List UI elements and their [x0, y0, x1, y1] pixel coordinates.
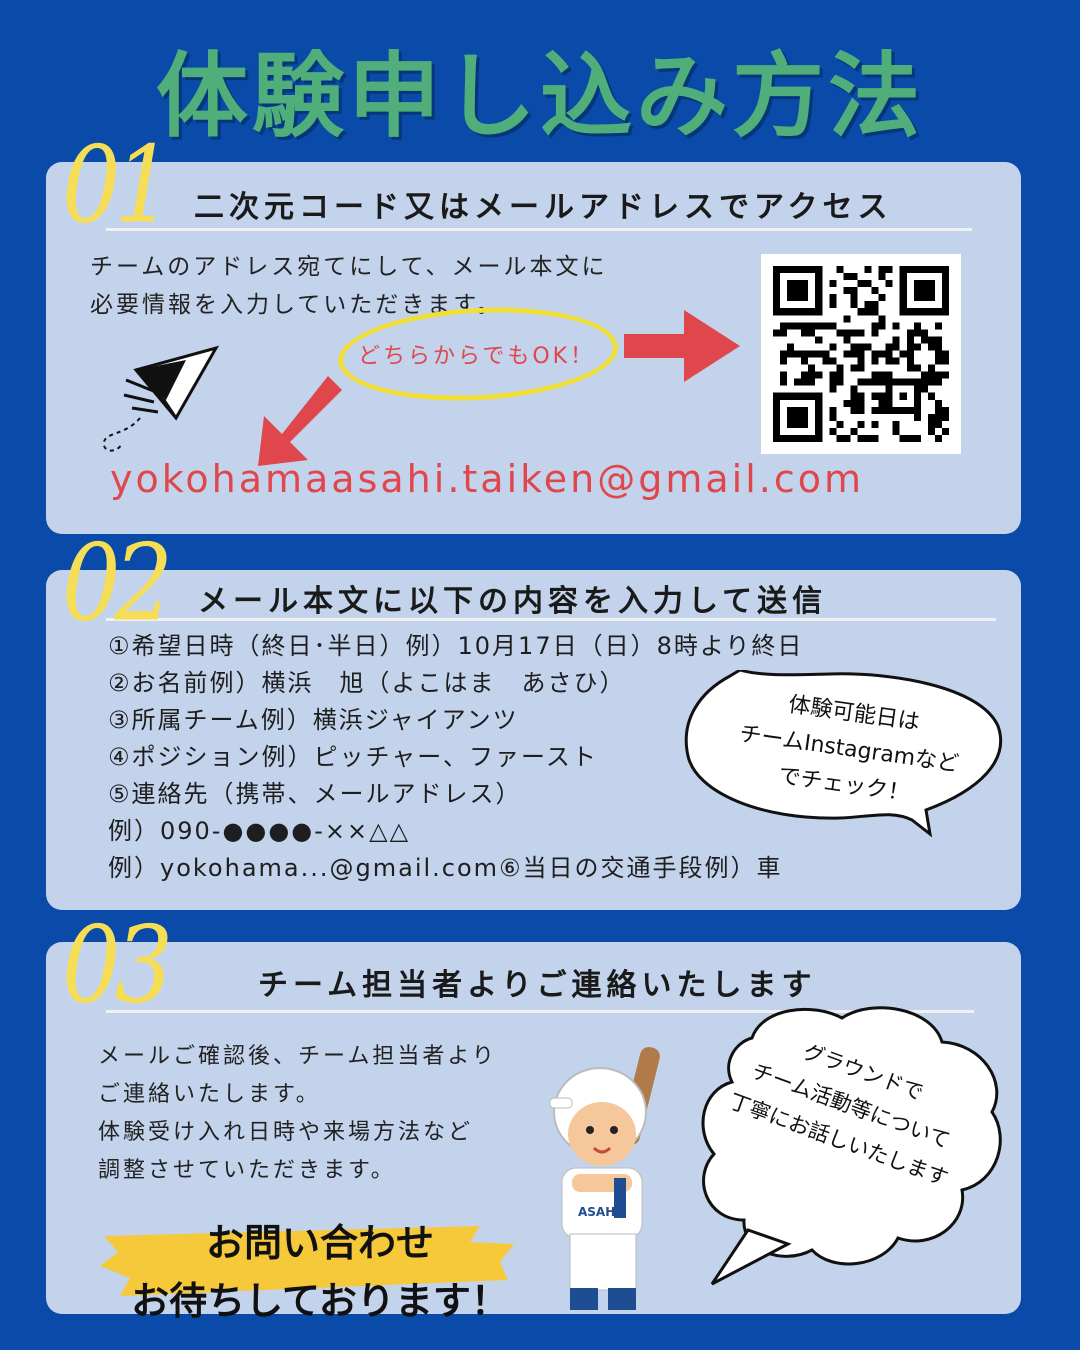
step-1-text-line: 必要情報を入力していただきます。	[90, 292, 504, 318]
step-3-text-line: 体験受け入れ日時や来場方法など	[98, 1120, 474, 1145]
step-3-text-line: ご連絡いたします。	[98, 1082, 321, 1107]
cta-line: お待ちしております！	[131, 1279, 509, 1323]
step-1-card: 二次元コード又はメールアドレスでアクセス チームのアドレス宛てにして、メール本文…	[46, 162, 1021, 534]
list-item: ①希望日時（終日･半日）例）10月17日（日）8時より終日	[108, 632, 804, 660]
cta-line: お問い合わせ	[205, 1221, 434, 1265]
step-3-text-line: メールご確認後、チーム担当者より	[98, 1044, 497, 1069]
step-3-text: メールご確認後、チーム担当者より ご連絡いたします。 体験受け入れ日時や来場方法…	[98, 1038, 497, 1190]
step-3-text-line: 調整させていただきます。	[98, 1158, 396, 1183]
page-title: 体験申し込み方法	[155, 43, 924, 150]
paper-plane-icon	[102, 345, 220, 452]
step-1-number: 01	[62, 123, 173, 247]
step-2-heading: メール本文に以下の内容を入力して送信	[198, 584, 828, 619]
baseball-player-illustration: ASAHI	[549, 1046, 660, 1310]
step-3-number: 03	[62, 903, 173, 1027]
arrow-right-icon	[624, 310, 740, 382]
qr-code[interactable]	[761, 254, 961, 454]
step-2-divider	[106, 618, 996, 621]
step-2-number: 02	[62, 521, 173, 645]
arrow-down-left-icon	[258, 376, 342, 466]
step-3-divider	[106, 1010, 974, 1013]
speech-bubble-icon	[684, 670, 1003, 838]
list-item: ②お名前例）横浜 旭（よこはま あさひ）	[108, 669, 626, 697]
list-item: ③所属チーム例）横浜ジャイアンツ	[108, 706, 519, 734]
list-item: ⑤連絡先（携帯、メールアドレス）	[108, 780, 522, 808]
step-1-text-line: チームのアドレス宛てにして、メール本文に	[90, 254, 608, 280]
step-1-divider	[106, 228, 972, 231]
either-ok-label: どちらからでもOK！	[358, 344, 596, 369]
list-item: ④ポジション例）ピッチャー、ファースト	[108, 743, 598, 771]
step-1-heading: 二次元コード又はメールアドレスでアクセス	[194, 190, 893, 225]
step-2-card: メール本文に以下の内容を入力して送信 ①希望日時（終日･半日）例）10月17日（…	[46, 570, 1021, 910]
step-3-heading: チーム担当者よりご連絡いたします	[258, 968, 817, 1003]
email-address[interactable]: yokohamaasahi.taiken@gmail.com	[110, 457, 865, 501]
step-3-card: チーム担当者よりご連絡いたします メールご確認後、チーム担当者より ご連絡いたし…	[46, 942, 1021, 1323]
cloud-bubble-icon	[701, 1006, 1002, 1286]
list-item: 例）yokohama...@gmail.com⑥当日の交通手段例）車	[108, 854, 783, 882]
list-item: 例）090-●●●●-××△△	[108, 817, 411, 845]
svg-text:ASAHI: ASAHI	[578, 1205, 620, 1219]
qr-code-icon	[773, 266, 949, 442]
highlight-brush	[100, 1226, 514, 1296]
inquiry-cta: お問い合わせ お待ちしております！	[110, 1214, 530, 1330]
step-2-list: ①希望日時（終日･半日）例）10月17日（日）8時より終日 ②お名前例）横浜 旭…	[108, 628, 803, 887]
step-1-text: チームのアドレス宛てにして、メール本文に 必要情報を入力していただきます。	[90, 248, 607, 324]
